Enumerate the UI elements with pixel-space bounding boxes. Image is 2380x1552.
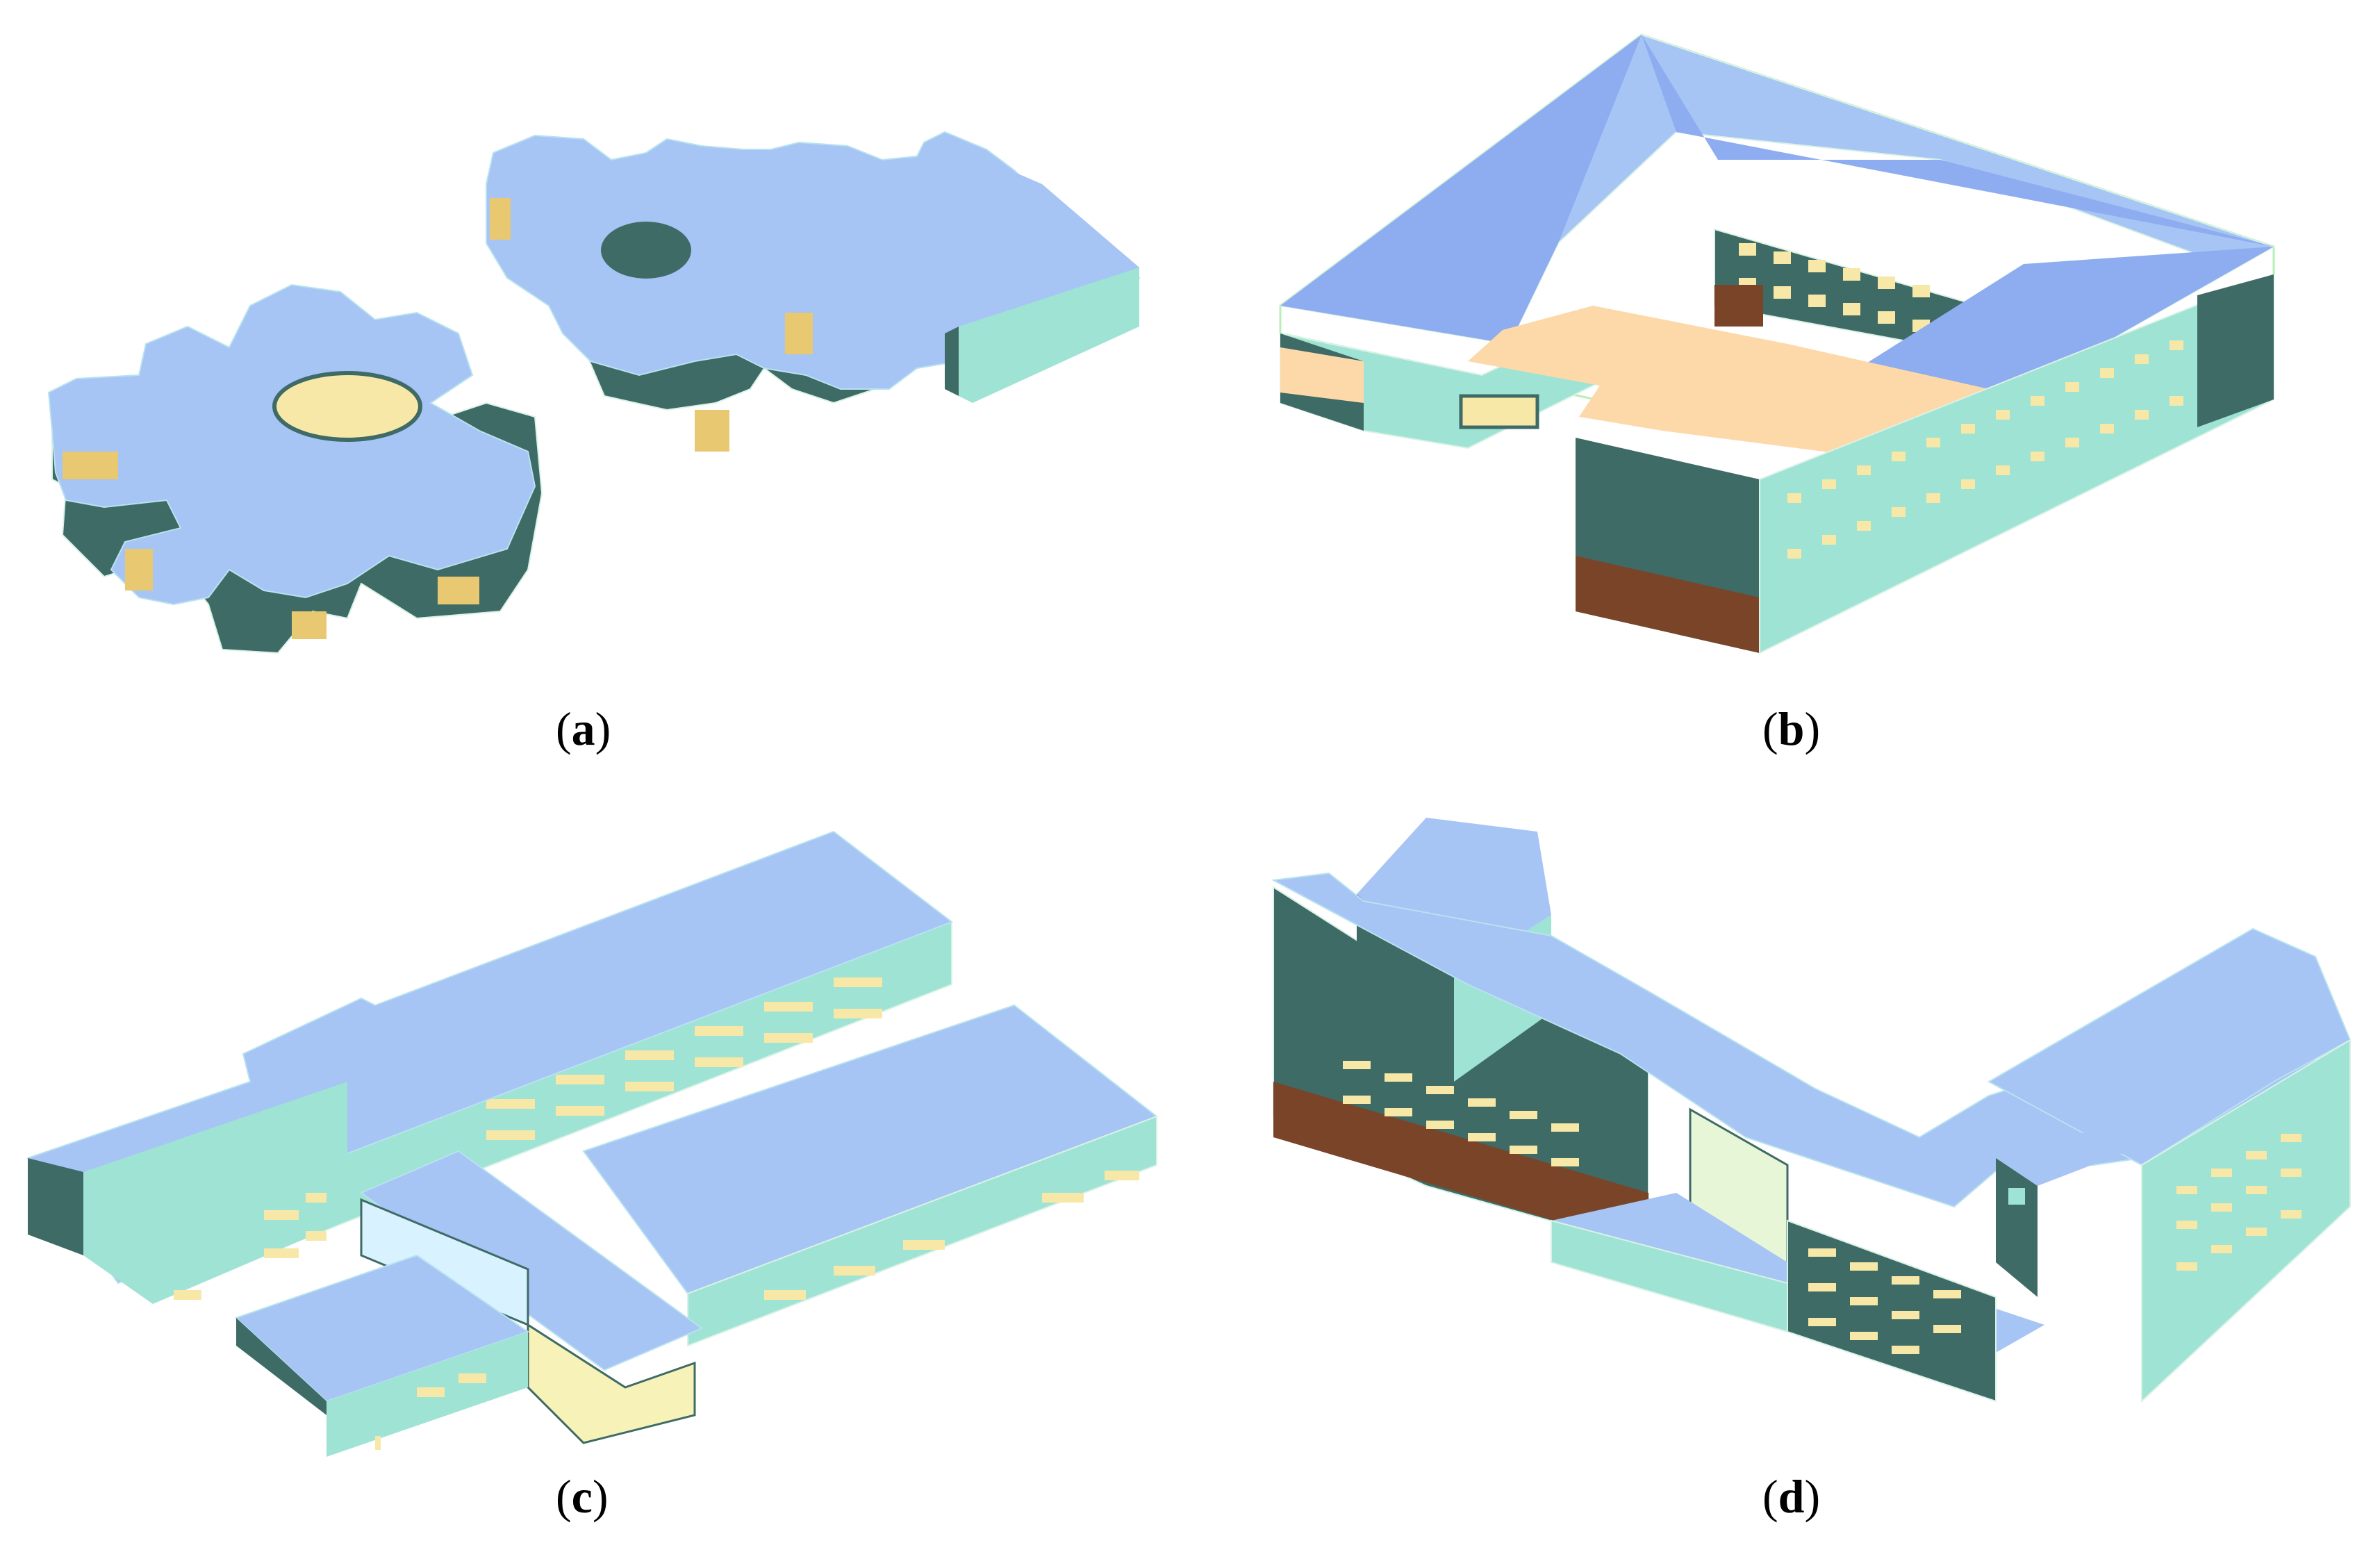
left-block-windows — [1343, 1061, 1579, 1166]
left-side-windows — [174, 1193, 327, 1300]
small-tower-roof — [1996, 1130, 2128, 1186]
panel-a-3d-model — [0, 0, 1190, 776]
front-block-windows — [764, 1171, 1139, 1300]
caption-c: (c) — [556, 1470, 609, 1523]
roof-left-ridge — [1280, 35, 1642, 344]
bottom-block-wall — [236, 1318, 327, 1415]
wing-roof — [903, 139, 1139, 313]
courtyard-left — [272, 371, 422, 442]
panel-a-render — [47, 131, 1141, 654]
caption-d: (d) — [1762, 1470, 1821, 1523]
window-strip — [438, 577, 479, 604]
back-block-windows — [486, 977, 882, 1140]
wing-wall — [959, 267, 1139, 403]
right-wing-end — [2197, 274, 2274, 427]
front-middle-windows — [1808, 1248, 1961, 1354]
courtyard-brown-wall — [1714, 285, 1763, 327]
window-strip — [695, 410, 729, 452]
small-tower-window — [2004, 1184, 2029, 1209]
entrance-plaza — [1468, 306, 1989, 459]
caption-a: (a) — [556, 702, 611, 755]
entrance-door — [1459, 394, 1539, 429]
front-block-brown — [1576, 556, 1760, 653]
entrance-floor — [1280, 347, 1364, 403]
left-block-brown — [1273, 1082, 1648, 1248]
right-wing-windows — [1787, 340, 2183, 559]
window-strip — [63, 452, 118, 479]
window-strip — [292, 611, 327, 639]
right-wing-windows — [2176, 1134, 2302, 1271]
wing-end — [945, 327, 959, 396]
panel-d-render — [1271, 818, 2352, 1403]
panel-b-3d-model — [1190, 0, 2380, 776]
right-wing-wall — [2141, 1039, 2351, 1403]
window-strip — [125, 549, 153, 591]
window-strip — [490, 198, 511, 240]
panel-b-render — [1278, 33, 2276, 654]
caption-b: (b) — [1762, 702, 1821, 755]
panel-c-3d-model — [0, 776, 1190, 1552]
bottom-block-windows — [375, 1373, 486, 1450]
left-end-wall — [28, 1158, 83, 1255]
courtyard-right — [594, 215, 698, 286]
panel-d-3d-model — [1190, 776, 2380, 1552]
gear-left-roof — [47, 283, 536, 606]
tower-wall — [1357, 894, 1454, 1082]
panel-c-render — [26, 830, 1159, 1457]
window-strip — [785, 313, 813, 354]
